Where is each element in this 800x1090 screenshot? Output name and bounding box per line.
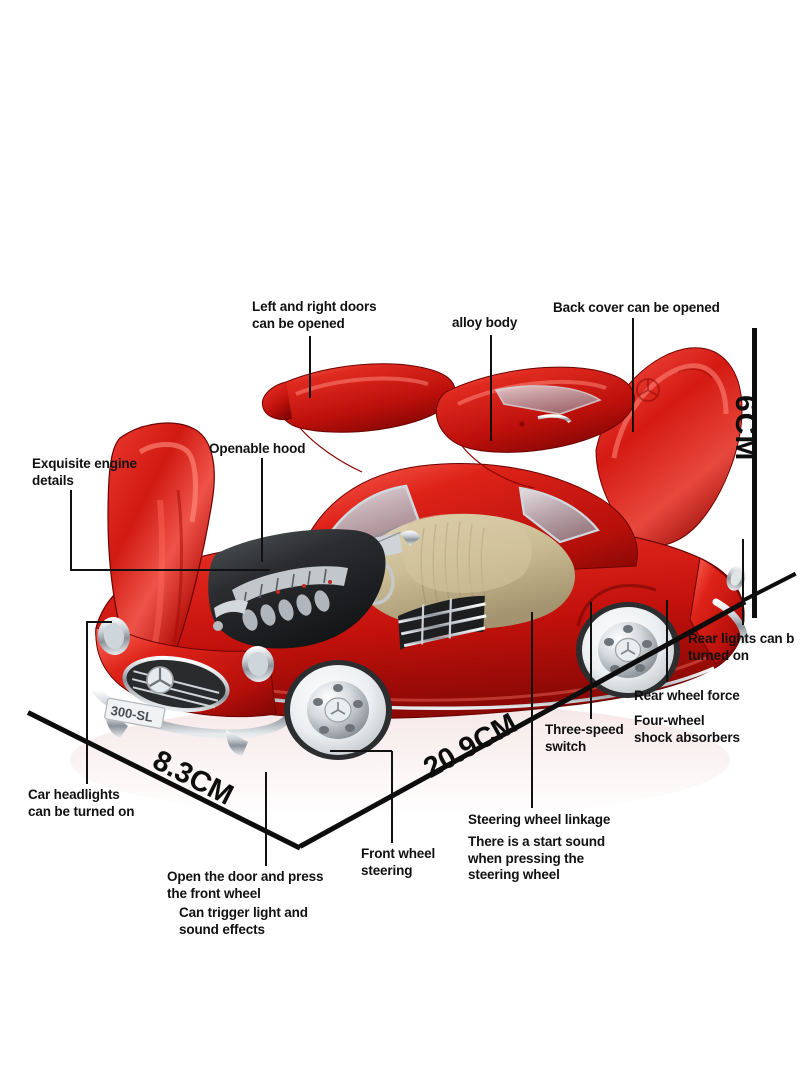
tail-light bbox=[726, 565, 746, 591]
side-vent bbox=[398, 595, 487, 650]
wheel-rear bbox=[576, 602, 680, 698]
callout-engine-details: Exquisite engine details bbox=[32, 456, 137, 488]
callout-shock-absorbers: Four-wheel shock absorbers bbox=[634, 713, 740, 745]
leader-front-wheel-steering-h bbox=[330, 750, 392, 752]
callout-headlights: Car headlights can be turned on bbox=[28, 787, 135, 819]
callout-steering-linkage: Steering wheel linkage bbox=[468, 812, 611, 827]
mercedes-star-emblem-grille bbox=[146, 666, 174, 694]
front-grille bbox=[122, 656, 230, 712]
model-car-photo: 300-SL bbox=[0, 290, 800, 850]
headlight-left bbox=[97, 617, 131, 655]
rear-end bbox=[689, 557, 748, 665]
leader-headlights bbox=[86, 622, 88, 784]
dimension-line-top-edge bbox=[28, 712, 30, 714]
headlight-right bbox=[241, 646, 275, 682]
callout-doors: Left and right doors can be opened bbox=[252, 299, 377, 331]
dimension-line-height bbox=[752, 328, 757, 618]
mercedes-star-emblem-trunk bbox=[636, 378, 660, 402]
license-plate: 300-SL bbox=[104, 697, 166, 730]
callout-start-sound: There is a start sound when pressing the… bbox=[468, 834, 605, 883]
interior-cabin bbox=[336, 513, 575, 630]
leader-rear-lights bbox=[742, 539, 744, 625]
front-end: 300-SL bbox=[91, 617, 293, 756]
leader-back-cover bbox=[632, 318, 634, 432]
callout-openable-hood: Openable hood bbox=[209, 441, 306, 456]
wheel-front bbox=[284, 660, 392, 760]
leader-front-wheel-steering-v bbox=[391, 751, 393, 843]
dimension-label-height: 6CM bbox=[729, 395, 762, 462]
engine-block-detail bbox=[213, 566, 348, 631]
leader-rear-wheel-force bbox=[666, 600, 668, 682]
callout-rear-lights: Rear lights can b turned on bbox=[688, 631, 795, 663]
gullwing-door-right-open bbox=[435, 366, 635, 489]
callout-trigger-effects: Can trigger light and sound effects bbox=[179, 905, 308, 937]
callout-three-speed: Three-speed switch bbox=[545, 722, 624, 754]
leader-engine-details-h bbox=[70, 569, 270, 571]
engine-bay bbox=[208, 529, 386, 649]
callout-rear-wheel-force: Rear wheel force bbox=[634, 688, 740, 703]
callout-open-door-press: Open the door and press the front wheel bbox=[167, 869, 324, 901]
callout-alloy-body: alloy body bbox=[452, 315, 518, 330]
leader-engine-details-v bbox=[70, 490, 72, 570]
leader-open-door-press bbox=[265, 772, 267, 866]
callout-back-cover: Back cover can be opened bbox=[553, 300, 720, 315]
svg-text:300-SL: 300-SL bbox=[110, 703, 155, 725]
leader-three-speed bbox=[590, 602, 592, 719]
leader-steering-linkage bbox=[531, 612, 533, 808]
callout-front-wheel-steering: Front wheel steering bbox=[361, 846, 436, 878]
leader-openable-hood bbox=[261, 458, 263, 562]
leader-doors bbox=[309, 336, 311, 398]
leader-alloy-body bbox=[490, 335, 492, 441]
leader-headlights-h bbox=[86, 621, 112, 623]
